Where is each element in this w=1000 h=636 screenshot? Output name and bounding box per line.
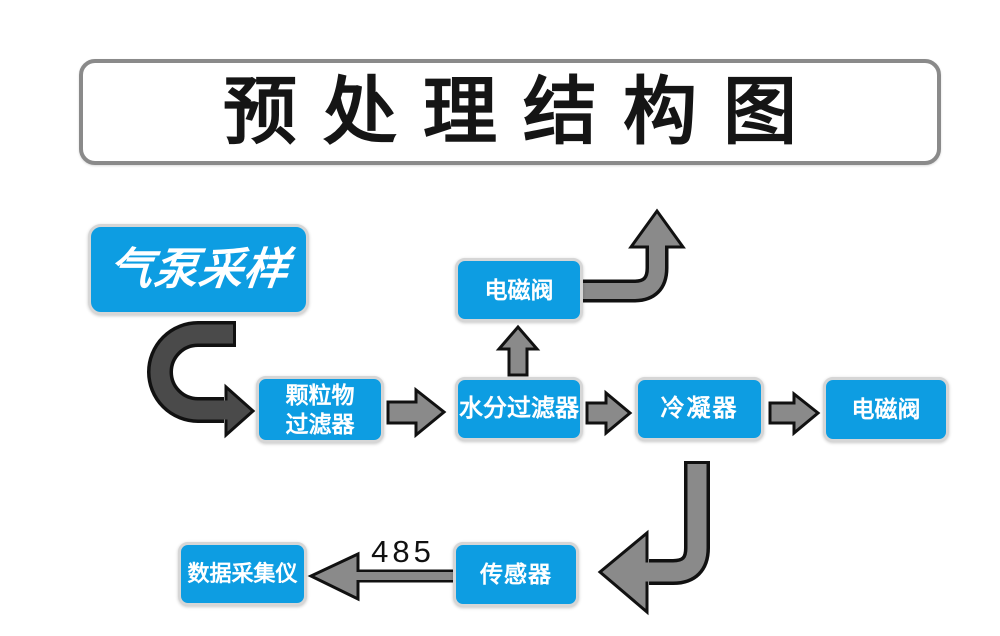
node-air-pump-sampling: 气泵采样 (88, 224, 309, 315)
node-condenser-label: 冷凝器 (660, 395, 739, 422)
node-moisture-label: 水分过滤器 (459, 395, 579, 422)
moisture-to-solenoid-up-arrow (495, 324, 541, 377)
node-data-collector: 数据采集仪 (178, 542, 307, 606)
moisture-to-condenser-arrow (585, 389, 633, 437)
edge-label-485: 485 (371, 534, 435, 569)
node-sensor: 传感器 (453, 542, 579, 607)
sensor-to-collector-485-arrow (307, 551, 455, 602)
pump-to-particulate-curve-arrow (147, 321, 256, 439)
condenser-to-sensor-curve-arrow (597, 461, 710, 616)
node-particulate-label-line2: 过滤器 (285, 410, 355, 437)
node-particulate-filter: 颗粒物 过滤器 (256, 376, 384, 443)
solenoid-exhaust-elbow-arrow (581, 208, 686, 303)
condenser-to-solenoid-arrow (768, 390, 821, 437)
diagram-title-box: 预处理结构图 (79, 59, 941, 165)
node-solenoid-right-label: 电磁阀 (851, 396, 921, 423)
node-sensor-label: 传感器 (480, 561, 552, 588)
node-solenoid-valve-top: 电磁阀 (455, 258, 583, 322)
node-condenser: 冷凝器 (635, 377, 764, 441)
node-moisture-filter: 水分过滤器 (455, 377, 583, 441)
diagram-title: 预处理结构图 (223, 70, 823, 153)
node-data-collector-label: 数据采集仪 (187, 561, 298, 587)
node-air-pump-label: 气泵采样 (105, 245, 292, 294)
node-particulate-label-line1: 颗粒物 (285, 381, 355, 408)
particulate-to-moisture-arrow (386, 386, 447, 439)
node-solenoid-valve-right: 电磁阀 (823, 377, 949, 442)
node-solenoid-top-label: 电磁阀 (484, 276, 554, 303)
